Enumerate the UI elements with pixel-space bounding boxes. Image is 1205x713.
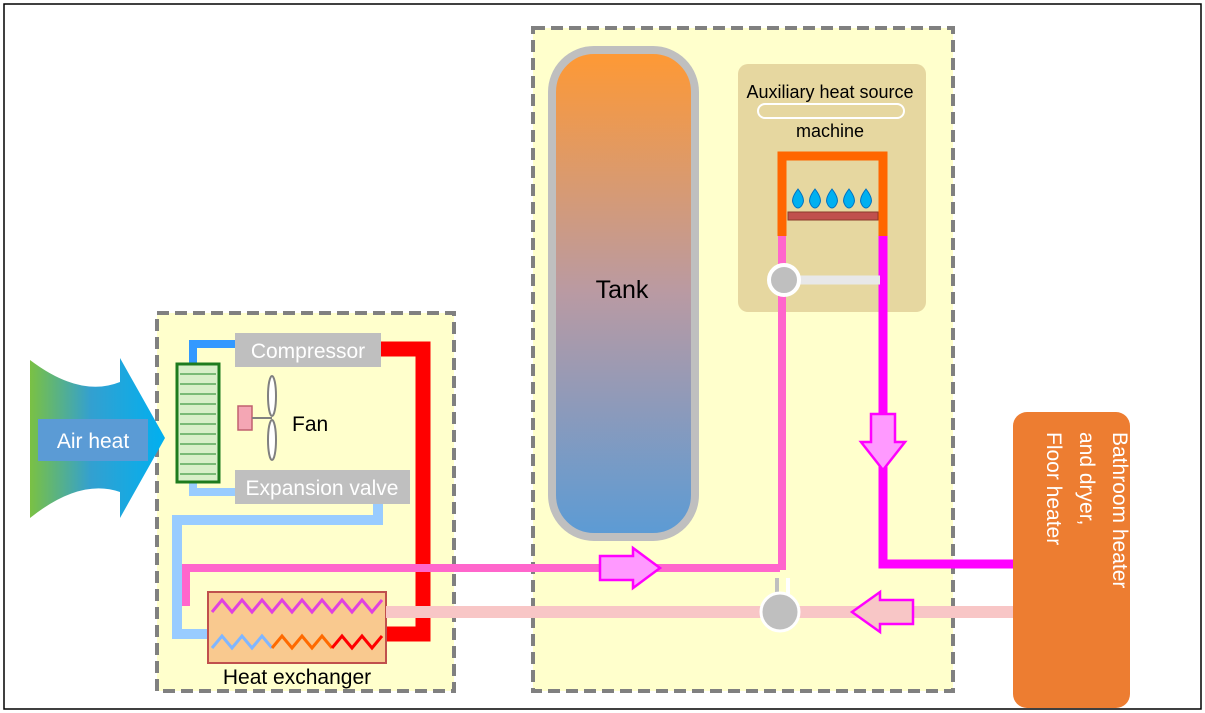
load-label-line3: Floor heater bbox=[1042, 432, 1065, 545]
fan-icon bbox=[237, 375, 277, 461]
aux-right-magenta-pipe bbox=[878, 236, 1015, 569]
hot-refrigerant-pipe bbox=[381, 341, 431, 642]
heat-exchanger-refrigerant-coil-c bbox=[330, 633, 384, 651]
flow-arrow-return-icon bbox=[849, 589, 915, 635]
return-pump-icon bbox=[759, 591, 801, 633]
tank bbox=[548, 46, 699, 541]
load-label-line2: and dryer, bbox=[1075, 432, 1098, 525]
expansion-valve-label: Expansion valve bbox=[246, 477, 399, 500]
heat-exchanger-refrigerant-coil-a bbox=[210, 633, 274, 651]
fan-label: Fan bbox=[292, 413, 328, 436]
flow-arrow-supply-icon bbox=[598, 545, 663, 591]
auxiliary-label-line2: machine bbox=[796, 121, 864, 141]
cold-refrigerant-pipe bbox=[172, 500, 383, 639]
hot-water-supply-pipe bbox=[182, 564, 780, 606]
air-heat-label: Air heat bbox=[57, 430, 130, 453]
outer-frame bbox=[3, 3, 1202, 710]
burner-orange-pipe bbox=[777, 151, 888, 236]
load-label-line1: Bathroom heater bbox=[1108, 432, 1131, 588]
heat-exchanger-refrigerant-coil-b bbox=[270, 633, 334, 651]
flow-arrow-down-icon bbox=[858, 412, 908, 473]
tank-label: Tank bbox=[596, 276, 649, 304]
condenser-fins bbox=[180, 373, 216, 475]
aux-pump-icon bbox=[767, 263, 801, 297]
burner-plate bbox=[787, 211, 879, 221]
compressor-label: Compressor bbox=[251, 340, 365, 363]
expansion-valve-box bbox=[235, 470, 410, 504]
heat-exchanger-label: Heat exchanger bbox=[223, 666, 371, 689]
air-heat-label-box bbox=[38, 419, 148, 461]
compressor-box bbox=[235, 333, 381, 367]
load-label-group: Bathroom heater and dryer, Floor heater bbox=[1042, 432, 1131, 588]
auxiliary-label-line1: Auxiliary heat source bbox=[746, 82, 913, 102]
auxiliary-label-decoration bbox=[757, 103, 905, 119]
load-box bbox=[1013, 412, 1130, 708]
heat-exchanger-water-coil bbox=[210, 597, 384, 615]
flame-icon bbox=[792, 188, 872, 209]
blue-refrigerant-pipe bbox=[189, 340, 235, 368]
